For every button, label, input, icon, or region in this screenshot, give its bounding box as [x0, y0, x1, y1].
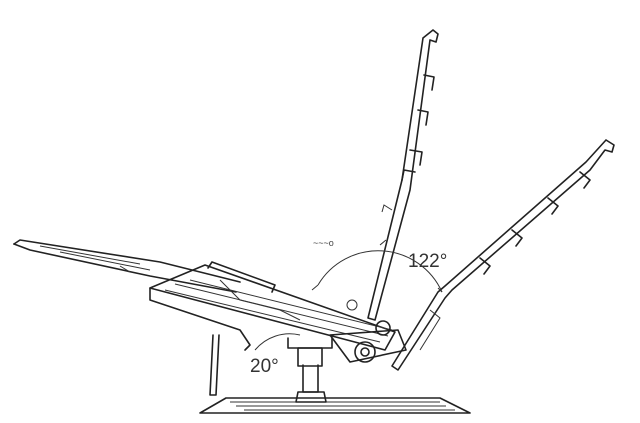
- back-frame-upright: [367, 29, 439, 321]
- base-angle-label: 20°: [250, 356, 279, 377]
- leg-rest: [13, 239, 241, 293]
- recline-angle-label: 122°: [408, 251, 447, 272]
- base-angle-arc: [254, 333, 301, 351]
- mechanism-hub: [329, 299, 407, 363]
- front-leg: [209, 334, 220, 396]
- recline-angle-arc: [311, 250, 443, 293]
- seat-frame: [149, 261, 396, 351]
- base-plate: [199, 397, 471, 414]
- small-annotation: ~~~o: [313, 238, 334, 248]
- pedestal-column: [287, 337, 333, 403]
- back-frame-reclined: [391, 139, 615, 371]
